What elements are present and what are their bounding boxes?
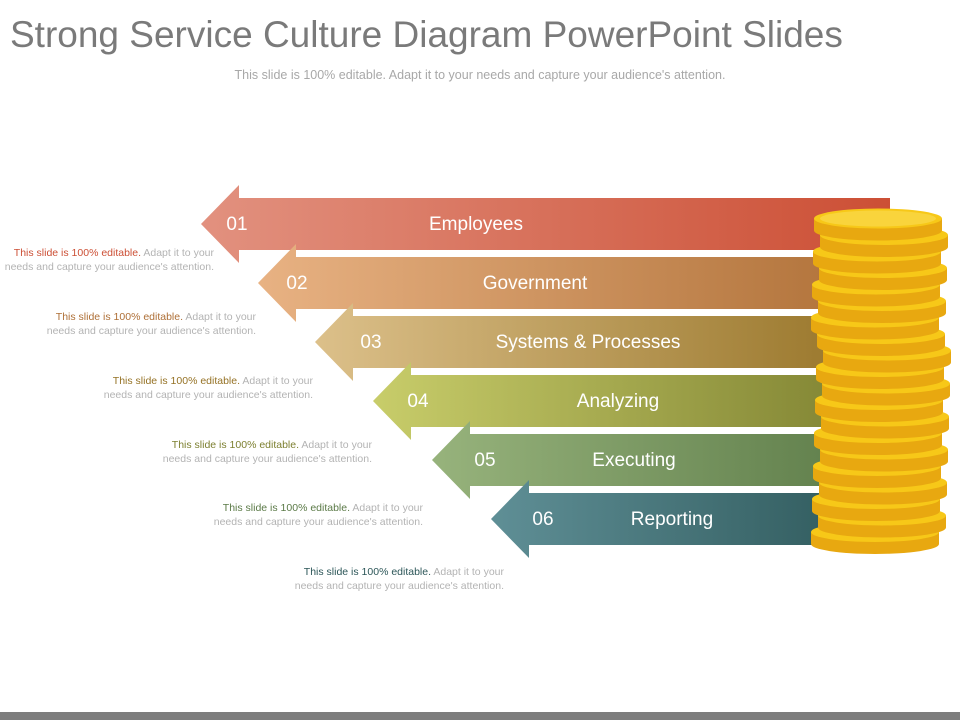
step-number: 01 (226, 214, 247, 235)
desc-highlight: This slide is 100% editable. (171, 439, 300, 451)
desc-highlight: This slide is 100% editable. (303, 566, 432, 578)
coin-stack-icon (811, 208, 951, 554)
arrow-shape (432, 421, 890, 499)
step-description-1: This slide is 100% editable. Adapt it to… (0, 246, 214, 274)
arrow-shape (201, 185, 890, 263)
desc-rest: Adapt it to your needs and capture your … (4, 247, 214, 273)
step-description-4: This slide is 100% editable. Adapt it to… (152, 438, 372, 466)
arrow-step-5: 05 Executing (432, 421, 890, 499)
arrow-shape (315, 303, 890, 381)
desc-highlight: This slide is 100% editable. (13, 247, 142, 259)
arrow-step-1: 01 Employees (201, 185, 890, 263)
arrow-step-6: 06 Reporting (491, 480, 890, 558)
desc-rest: Adapt it to your needs and capture your … (213, 502, 423, 528)
arrow-step-4: 04 Analyzing (373, 362, 890, 440)
arrow-step-2: 02 Government (258, 244, 890, 322)
desc-rest: Adapt it to your needs and capture your … (294, 566, 504, 592)
arrow-shape (258, 244, 890, 322)
step-label: Employees (429, 214, 523, 235)
step-label: Government (483, 273, 588, 294)
desc-highlight: This slide is 100% editable. (112, 375, 241, 387)
step-description-2: This slide is 100% editable. Adapt it to… (36, 310, 256, 338)
step-description-3: This slide is 100% editable. Adapt it to… (93, 374, 313, 402)
coin-top-face (820, 210, 936, 227)
desc-highlight: This slide is 100% editable. (55, 311, 184, 323)
arrow-shape (373, 362, 890, 440)
desc-rest: Adapt it to your needs and capture your … (103, 375, 313, 401)
arrow-step-3: 03 Systems & Processes (315, 303, 890, 381)
page-title: Strong Service Culture Diagram PowerPoin… (10, 14, 843, 55)
step-label: Executing (592, 450, 675, 471)
desc-rest: Adapt it to your needs and capture your … (46, 311, 256, 337)
desc-highlight: This slide is 100% editable. (222, 502, 351, 514)
step-number: 06 (532, 509, 553, 530)
step-number: 04 (407, 391, 429, 412)
step-label: Analyzing (577, 391, 659, 412)
page-subtitle: This slide is 100% editable. Adapt it to… (234, 68, 726, 82)
desc-rest: Adapt it to your needs and capture your … (162, 439, 372, 465)
step-description-6: This slide is 100% editable. Adapt it to… (284, 565, 504, 593)
bottom-bar (0, 712, 960, 720)
step-number: 03 (360, 332, 381, 353)
step-number: 05 (474, 450, 495, 471)
step-number: 02 (286, 273, 307, 294)
step-label: Reporting (631, 509, 713, 530)
step-label: Systems & Processes (496, 332, 681, 353)
step-description-5: This slide is 100% editable. Adapt it to… (203, 501, 423, 529)
arrow-shape (491, 480, 890, 558)
